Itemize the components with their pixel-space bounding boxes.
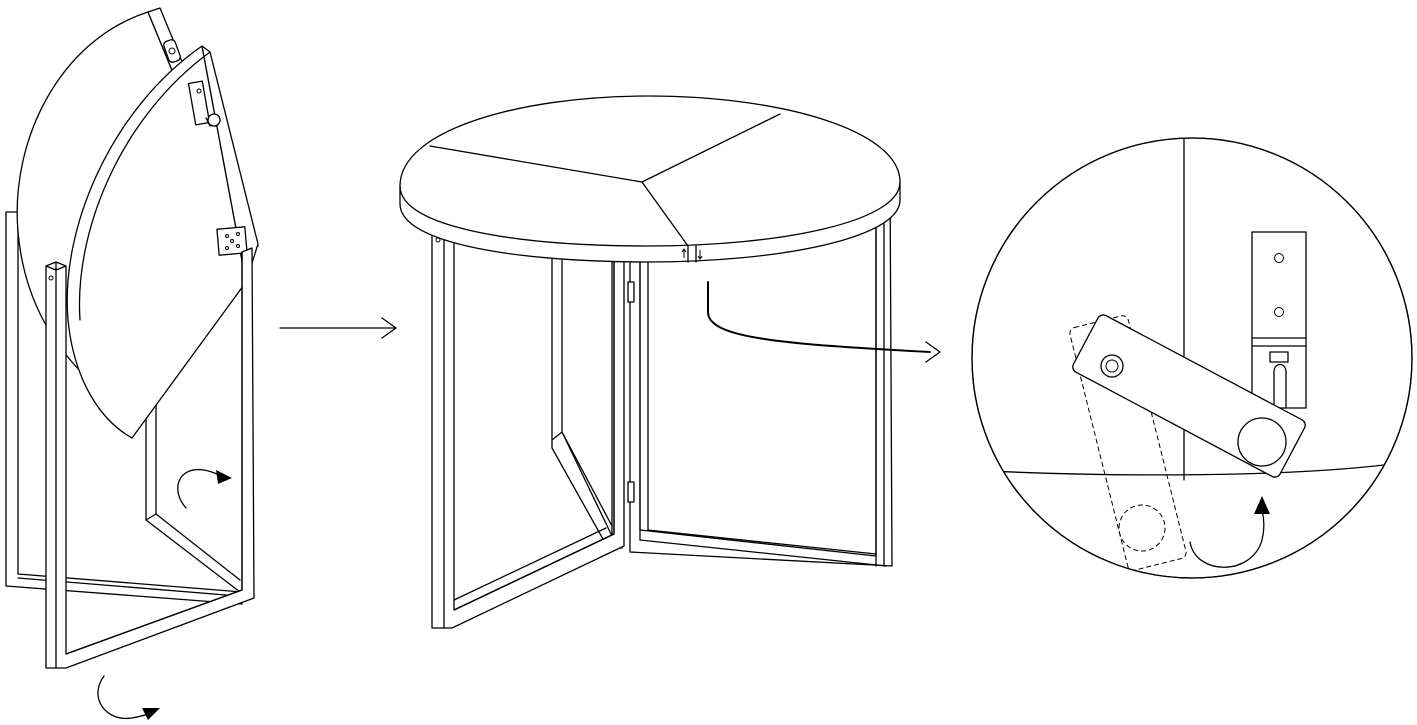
table-top	[399, 95, 901, 263]
left-leg-frame	[431, 223, 625, 629]
latch-rotate-arrow-icon	[1189, 496, 1270, 568]
step-arrow-1-icon	[279, 317, 397, 339]
latch-plate	[1251, 231, 1307, 409]
latch-arm	[1072, 314, 1306, 478]
detail-circle	[971, 137, 1413, 579]
unfolded-table	[399, 95, 941, 629]
latch-detail	[971, 137, 1413, 579]
folded-table	[5, 7, 259, 720]
back-frame	[551, 255, 623, 549]
folded-inner-frame	[145, 397, 241, 593]
folded-front-frame	[45, 247, 255, 669]
rotate-arrow-bottom-icon	[97, 675, 160, 720]
folded-top-front-leaf	[66, 45, 259, 439]
detail-callout-arrow-icon	[707, 281, 941, 363]
rotate-arrow-icon	[177, 469, 232, 509]
